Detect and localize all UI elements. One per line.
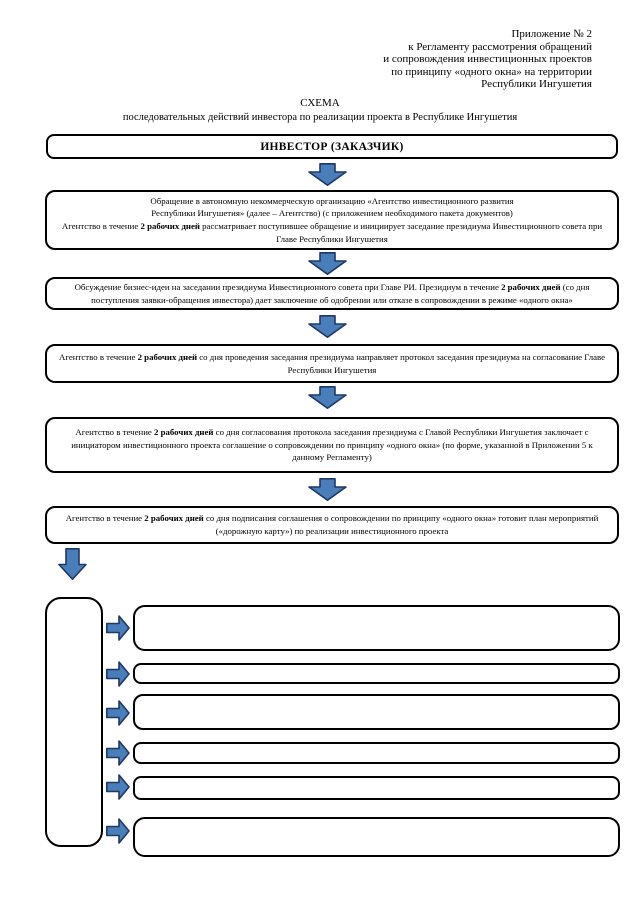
schema-title: СХЕМА bbox=[300, 97, 340, 109]
step-text: Агентство в течение 2 рабочих дней со дн… bbox=[71, 427, 593, 463]
branch-box-4 bbox=[133, 742, 620, 764]
appendix-line: Приложение № 2 bbox=[511, 28, 592, 40]
left-rail-box bbox=[45, 597, 103, 847]
step-box-3: Агентство в течение 2 рабочих дней со дн… bbox=[45, 344, 619, 383]
step-text: Агентство в течение 2 рабочих дней со дн… bbox=[58, 351, 606, 375]
schema-subtitle: последовательных действий инвестора по р… bbox=[122, 112, 518, 123]
appendix-line: к Регламенту рассмотрения обращений bbox=[408, 40, 592, 53]
down-arrow-icon bbox=[308, 252, 347, 275]
right-arrow-icon bbox=[106, 774, 130, 800]
step-box-2: Обсуждение бизнес-идеи на заседании през… bbox=[45, 277, 619, 310]
branch-box-3 bbox=[133, 694, 620, 730]
down-arrow-icon bbox=[308, 478, 347, 501]
appendix-line: и сопровождения инвестиционных проектов bbox=[383, 53, 592, 66]
step-text: Агентство в течение 2 рабочих дней со дн… bbox=[65, 513, 599, 536]
step-text: Обращение в автономную некоммерческую ор… bbox=[61, 195, 603, 244]
down-arrow-icon bbox=[308, 163, 347, 186]
appendix-line: по принципу «одного окна» на территории bbox=[391, 65, 592, 78]
branch-box-1 bbox=[133, 605, 620, 651]
step-box-1: Обращение в автономную некоммерческую ор… bbox=[45, 190, 619, 250]
branch-box-5 bbox=[133, 776, 620, 800]
step-box-5: Агентство в течение 2 рабочих дней со дн… bbox=[45, 506, 619, 544]
right-arrow-icon bbox=[106, 661, 130, 687]
right-arrow-icon bbox=[106, 615, 130, 641]
step-box-4: Агентство в течение 2 рабочих дней со дн… bbox=[45, 417, 619, 473]
right-arrow-icon bbox=[106, 700, 130, 726]
down-arrow-icon bbox=[58, 548, 87, 580]
branch-box-2 bbox=[133, 663, 620, 684]
branch-box-6 bbox=[133, 817, 620, 857]
right-arrow-icon bbox=[106, 740, 130, 766]
appendix-header: Приложение № 2 к Регламенту рассмотрения… bbox=[383, 28, 592, 91]
down-arrow-icon bbox=[308, 315, 347, 338]
step-text: Обсуждение бизнес-идеи на заседании през… bbox=[74, 281, 590, 305]
investor-box: ИНВЕСТОР (ЗАКАЗЧИК) bbox=[46, 134, 618, 159]
investor-label: ИНВЕСТОР (ЗАКАЗЧИК) bbox=[260, 140, 404, 153]
appendix-line: Республики Ингушетия bbox=[481, 78, 592, 91]
right-arrow-icon bbox=[106, 818, 130, 844]
down-arrow-icon bbox=[308, 386, 347, 409]
